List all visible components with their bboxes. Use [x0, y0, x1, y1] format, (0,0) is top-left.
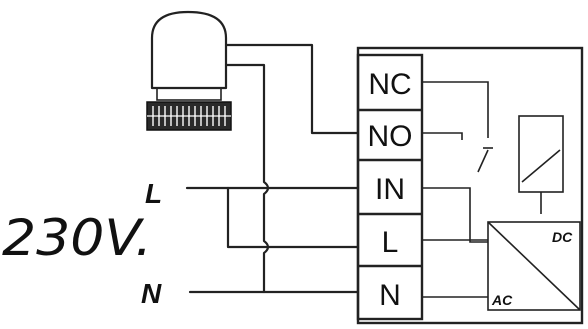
relay-switch-icon: [477, 147, 493, 173]
internal-nc-wire: [422, 81, 489, 138]
terminal-n-label: N: [379, 279, 401, 312]
terminal-block: [356, 53, 424, 321]
voltage-label: 230V.: [2, 209, 152, 267]
relay-coil-icon: [518, 115, 564, 214]
internal-common-wire: [422, 187, 488, 243]
actuator-wire-to-neutral: [224, 63, 270, 294]
terminal-nc-label: NC: [368, 68, 411, 101]
actuator-wire-to-no: [224, 43, 360, 135]
supply-line-l: [185, 186, 360, 249]
terminal-in-label: IN: [375, 173, 405, 206]
converter-ac-label: AC: [491, 292, 513, 308]
neutral-label: N: [141, 278, 162, 309]
converter-dc-label: DC: [552, 229, 573, 245]
terminal-l-label: L: [382, 226, 399, 259]
terminal-no-label: NO: [368, 120, 413, 153]
internal-no-wire: [422, 132, 463, 140]
thermal-actuator-icon: [146, 10, 232, 131]
ac-dc-converter-icon: [487, 221, 581, 311]
line-label: L: [145, 178, 162, 209]
